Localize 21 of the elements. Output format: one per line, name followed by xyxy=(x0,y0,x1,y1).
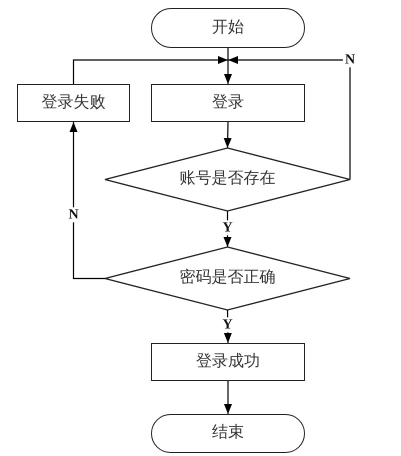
node-text: 账号是否存在 xyxy=(180,170,276,189)
arrow xyxy=(224,122,232,148)
edge-label: Y xyxy=(220,317,235,333)
node-text: 登录失败 xyxy=(42,94,106,112)
arrow xyxy=(72,56,228,84)
terminal-box xyxy=(151,8,305,48)
arrow xyxy=(70,122,105,280)
node-text: 密码是否正确 xyxy=(180,269,276,288)
node-text: 开始 xyxy=(212,18,244,38)
node-text: 登录 xyxy=(212,94,244,112)
process-box xyxy=(17,84,130,122)
edge-label: Y xyxy=(220,220,235,236)
process-box xyxy=(151,84,305,122)
node-text: 登录成功 xyxy=(196,352,260,372)
process-box xyxy=(151,343,305,381)
edge-label: N xyxy=(66,207,81,223)
edge-label: N xyxy=(342,52,358,68)
arrow xyxy=(224,381,232,414)
arrow xyxy=(228,56,351,180)
node-text: 结束 xyxy=(212,424,244,443)
terminal-box xyxy=(151,414,305,453)
